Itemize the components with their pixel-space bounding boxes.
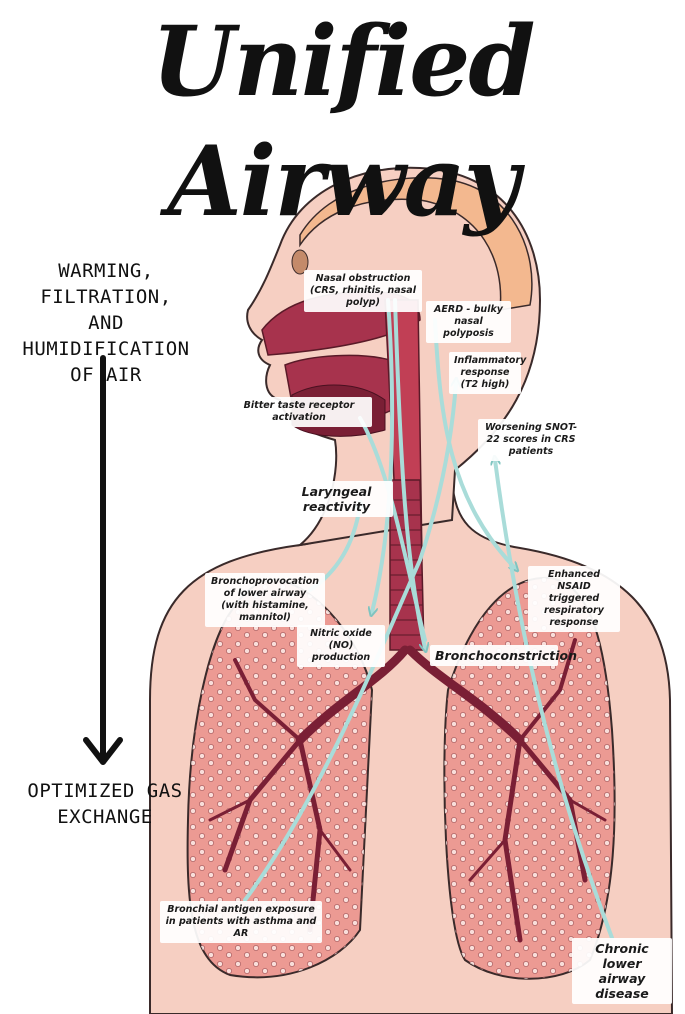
connector-arrows <box>243 298 614 940</box>
label-bronchoconstriction: Bronchoconstriction <box>430 645 577 666</box>
ear-shape <box>291 249 309 275</box>
label-bitter-taste: Bitter taste receptor activation <box>226 397 372 427</box>
right-lung-alveoli <box>444 577 615 979</box>
arrow-aerd-to-nsaid <box>433 318 515 568</box>
arrow-nasal-to-no <box>372 298 395 612</box>
label-bronchoprovocation: Bronchoprovocation of lower airway (with… <box>205 573 325 627</box>
label-laryngeal-reactivity: Laryngeal reactivity <box>280 481 393 517</box>
airway-function-top: WARMING, FILTRATION, AND HUMIDIFICATION … <box>0 258 212 388</box>
left-lung-alveoli <box>187 579 372 978</box>
label-nitric-oxide: Nitric oxide (NO) production <box>297 625 385 667</box>
page-title: Unified Airway <box>151 5 536 238</box>
side-top-line: WARMING, FILTRATION, <box>40 260 172 308</box>
label-nasal-obstruction: Nasal obstruction (CRS, rhinitis, nasal … <box>304 270 422 312</box>
arrow-bitter-to-broncho <box>358 416 427 642</box>
arrow-antigen-to-inflammatory <box>243 382 456 902</box>
side-top-line: OF AIR <box>70 364 142 386</box>
side-top-line: AND HUMIDIFICATION <box>22 312 190 360</box>
label-snot22: Worsening SNOT-22 scores in CRS patients <box>478 419 584 461</box>
label-nsaid-response: Enhanced NSAID triggered respiratory res… <box>528 566 620 632</box>
bronchial-tree <box>208 638 607 943</box>
airway-function-bottom: OPTIMIZED GAS EXCHANGE <box>10 778 200 830</box>
label-chronic-lower-airway: Chronic lower airway disease <box>572 938 672 1004</box>
side-bottom-line: OPTIMIZED GAS <box>27 780 183 802</box>
cranium <box>299 177 533 311</box>
label-inflammatory-response: Inflammatory response (T2 high) <box>449 352 526 394</box>
arrow-chronic-to-snot <box>495 460 614 940</box>
long-down-arrow-icon <box>83 355 123 765</box>
label-aerd: AERD - bulky nasal polyposis <box>426 301 511 343</box>
side-bottom-line: EXCHANGE <box>57 806 153 828</box>
label-bronchial-antigen: Bronchial antigen exposure in patients w… <box>160 901 322 943</box>
